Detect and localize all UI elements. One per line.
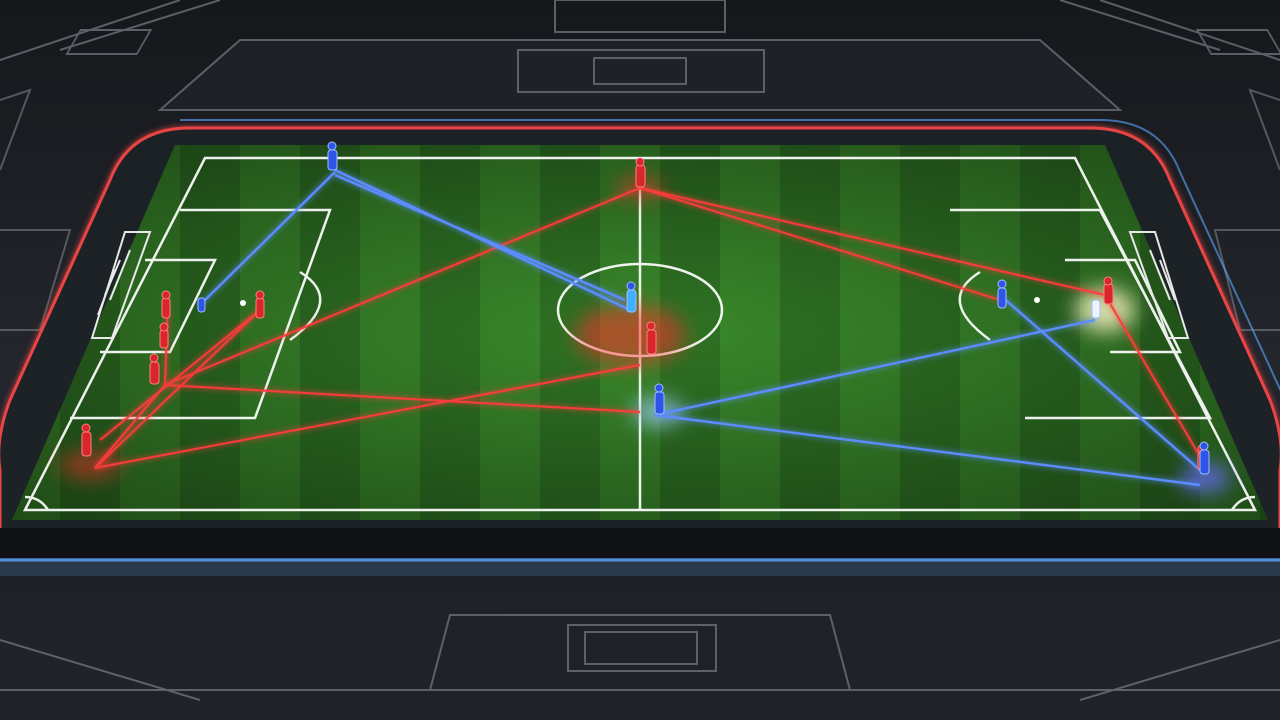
left-penalty-arc [289,270,322,342]
blue-player [997,279,1007,309]
red-player [159,322,169,349]
right-penalty-area [950,208,1213,420]
pitch-markings [22,156,1258,512]
ball-right [1034,297,1040,303]
left-penalty-area [70,208,332,420]
left-goal [90,231,152,339]
lower-stands [0,614,1280,701]
touchline [22,156,1258,512]
side-stands [0,88,1280,331]
red-player [635,157,646,188]
ball [240,300,246,306]
red-player [149,353,160,385]
red-player [161,290,171,319]
blue-player [654,383,665,415]
red-player [81,423,92,457]
corner-arc-bl [24,495,50,511]
blue-player [1091,299,1101,319]
red-player [1103,276,1114,305]
left-goal-area [100,258,218,354]
blue-player [197,297,206,313]
blue-player [327,141,338,171]
right-goal [1128,231,1190,339]
lower-frame [0,528,1280,720]
blue-player [626,281,637,313]
outer-frame-blue [180,119,1280,392]
red-player [255,290,265,319]
red-players [81,157,1207,471]
blue-player [1199,441,1210,475]
corner-arc-br [1230,495,1256,511]
red-player [646,321,657,355]
red-passing-lanes [94,186,1206,470]
upper-stands [0,0,1280,111]
blue-passing-lanes [199,168,1201,487]
right-penalty-arc [958,270,991,342]
blue-players [197,141,1210,475]
